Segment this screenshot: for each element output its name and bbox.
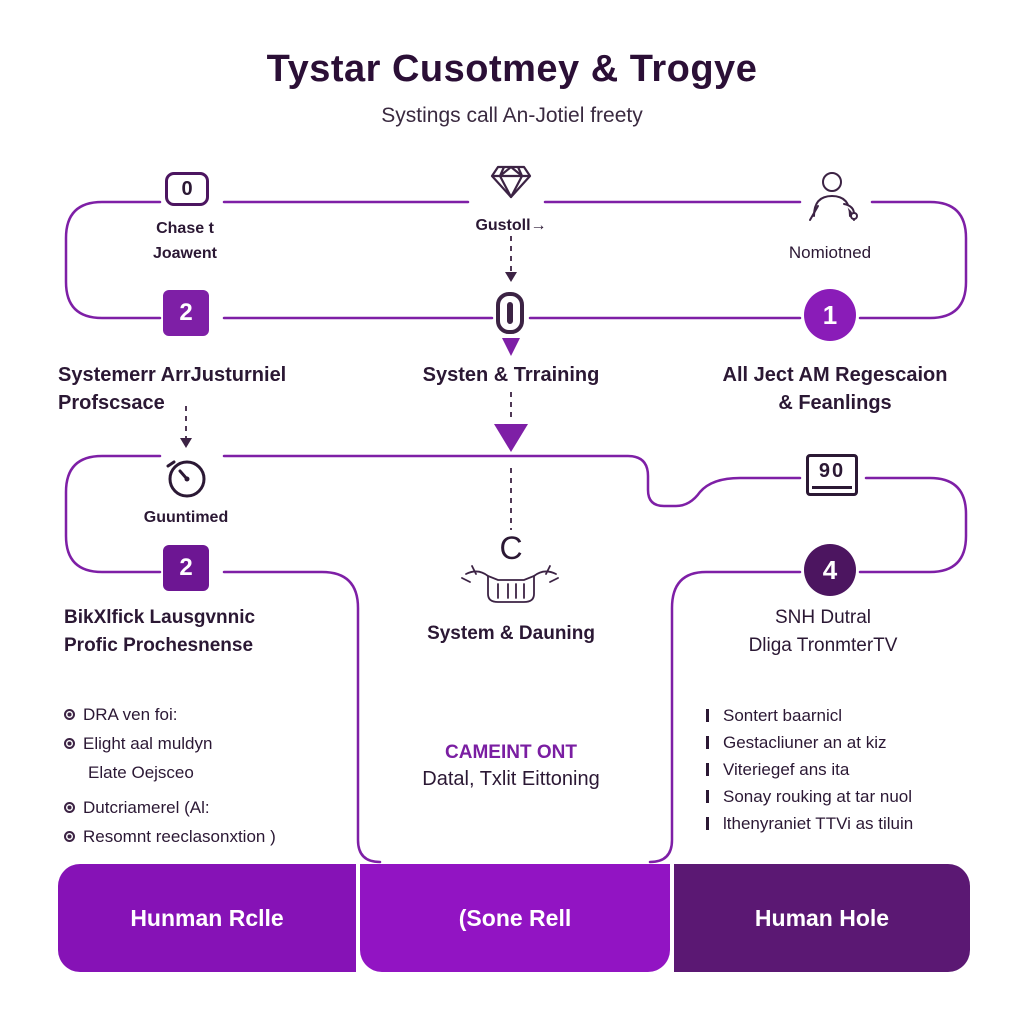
bullet-dot-icon <box>64 802 75 813</box>
node-gustoll-label: Gustoll→ <box>475 217 547 234</box>
column-title-right-line1: SNH Dutral <box>774 607 872 628</box>
column-title-left: BikXlfick Lausgvnnic Profic Prochesnense <box>64 604 354 660</box>
footer-button-right[interactable]: Human Hole <box>674 864 970 972</box>
column-title-center: System & Dauning <box>427 623 595 644</box>
bullet-tick-icon <box>706 709 709 722</box>
list-item: Gestacliuner an at kiz <box>706 729 966 756</box>
step-badge-right: 1 <box>804 289 856 341</box>
node-guuntimed-label: Guuntimed <box>143 509 229 526</box>
bullet-tick-icon <box>706 817 709 830</box>
page-subtitle: Systings call An-Jotiel freety <box>381 104 643 127</box>
bullet-dot-icon <box>64 709 75 720</box>
list-item: Sontert baarnicl <box>706 702 966 729</box>
phase-badge-right: 4 <box>804 544 856 596</box>
bullet-dot-icon <box>64 738 75 749</box>
diamond-icon <box>490 165 532 199</box>
column-title-right: SNH Dutral Dliga TronmterTV <box>700 604 946 660</box>
bullet-tick-icon <box>706 763 709 776</box>
person-icon <box>809 172 858 221</box>
node-chase-line1: Chase t <box>156 220 214 237</box>
list-item: Elight aal muldyn <box>64 729 354 758</box>
bullet-tick-icon <box>706 790 709 803</box>
network-machine-icon <box>461 565 559 603</box>
list-item: Dutcriamerel (Al: <box>64 793 354 822</box>
counter-display-value: 90 <box>818 460 846 482</box>
node-chase-label: Chase t Joawent <box>100 216 270 266</box>
zero-tag-glyph: 0 <box>181 177 193 200</box>
step-title-right: All Ject AM Regescaion & Feanlings <box>680 361 990 417</box>
column-title-right-line2: Dliga TronmterTV <box>748 635 898 656</box>
list-item: Resomnt reeclasonxtion ) <box>64 822 354 851</box>
step-badge-center-bar <box>507 302 513 324</box>
center-accent-heading: CAMEINT ONT <box>445 742 577 763</box>
list-item: lthenyraniet TTVi as tiluin <box>706 810 966 837</box>
step-title-right-line2: & Feanlings <box>778 392 892 414</box>
counter-display-icon: 90 <box>806 454 858 496</box>
step-title-left-line2: Profscsace <box>58 392 165 414</box>
node-chase-line2: Joawent <box>152 245 217 262</box>
bullet-list-right: Sontert baarnicl Gestacliuner an at kiz … <box>706 702 966 837</box>
column-title-left-line2: Profic Prochesnense <box>64 635 254 656</box>
step-title-right-line1: All Ject AM Regescaion <box>722 364 948 386</box>
machine-glyph: C <box>499 530 523 566</box>
zero-tag-icon: 0 <box>165 172 209 206</box>
step-title-center: Systen & Trraining <box>422 364 600 386</box>
column-title-left-line1: BikXlfick Lausgvnnic <box>64 607 256 628</box>
page-title: Tystar Cusotmey & Trogye <box>266 48 758 90</box>
node-nomiotned-label: Nomiotned <box>788 243 872 262</box>
step-title-left: Systemerr ArrJusturniel Profscsace <box>58 361 378 417</box>
bullet-tick-icon <box>706 736 709 749</box>
footer-button-center[interactable]: (Sone Rell <box>360 864 670 972</box>
center-subtext: Datal, Txlit Eittoning <box>422 768 600 790</box>
list-item: Viteriegef ans ita <box>706 756 966 783</box>
phase-badge-left: 2 <box>163 545 209 591</box>
list-item: Sonay rouking at tar nuol <box>706 783 966 810</box>
list-item: DRA ven foi: <box>64 700 354 729</box>
footer-button-left[interactable]: Hunman Rclle <box>58 864 356 972</box>
step-badge-left: 2 <box>163 290 209 336</box>
bullet-list-left: DRA ven foi: Elight aal muldyn Elate Oej… <box>64 700 354 851</box>
step-badge-center: 0 <box>496 292 524 334</box>
step-title-left-line1: Systemerr ArrJusturniel <box>58 364 287 386</box>
bullet-dot-icon <box>64 831 75 842</box>
timer-icon <box>166 460 206 498</box>
list-item: Elate Oejsceo <box>88 763 194 782</box>
